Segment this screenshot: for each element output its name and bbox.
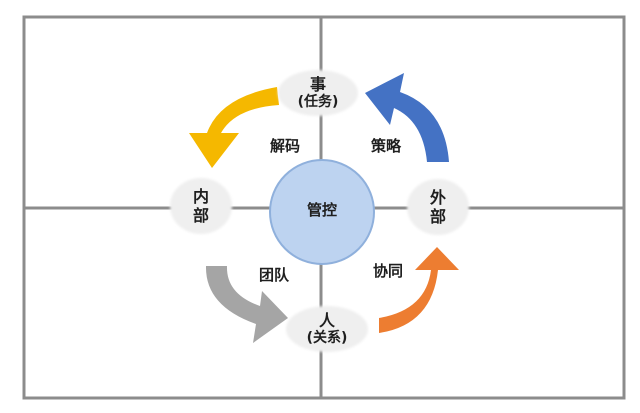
arrow-top-right — [365, 73, 449, 162]
node-right-line2: 部 — [429, 207, 446, 226]
arrow-bottom-left — [205, 266, 288, 343]
node-right-line1: 外 — [429, 188, 446, 207]
node-bottom: 人 (关系) — [295, 310, 359, 348]
node-top-shape — [278, 70, 358, 116]
node-top-title: 事 — [309, 75, 326, 94]
arrow-bottom-right — [379, 247, 459, 333]
center-circle — [269, 159, 375, 265]
node-right: 外 部 — [418, 187, 458, 227]
node-top-subtitle: (任务) — [297, 94, 339, 110]
arrow-top-right-label: 策略 — [370, 137, 401, 155]
arrow-bottom-right-label: 协同 — [372, 262, 403, 280]
arrow-top-left — [189, 87, 279, 168]
node-left-shape — [170, 178, 232, 234]
node-bottom-subtitle: (关系) — [306, 330, 348, 346]
node-bottom-title: 人 — [318, 311, 335, 330]
node-left: 内 部 — [181, 186, 221, 226]
node-right-shape — [407, 179, 469, 235]
center-label: 管控 — [306, 201, 337, 219]
node-bottom-shape — [286, 306, 368, 352]
node-top: 事 (任务) — [286, 74, 350, 112]
node-left-line1: 内 — [192, 187, 209, 206]
node-left-line2: 部 — [192, 206, 209, 225]
arrow-top-left-label: 解码 — [269, 137, 300, 155]
arrow-bottom-left-label: 团队 — [258, 266, 289, 284]
